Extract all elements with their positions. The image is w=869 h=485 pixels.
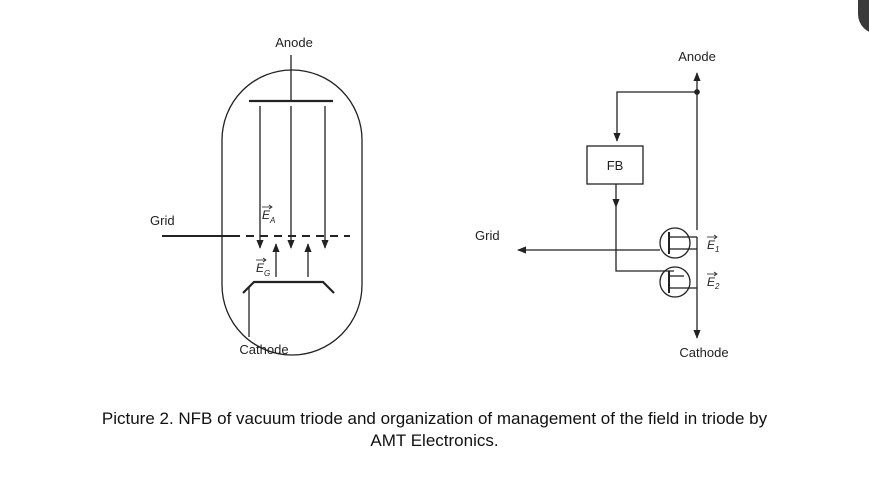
field-symbol-2: E 2: [707, 271, 720, 291]
field-symbol-anode: E A: [262, 204, 275, 225]
triode-grid-label: Grid: [150, 213, 175, 228]
figure-caption: Picture 2. NFB of vacuum triode and orga…: [0, 408, 869, 452]
svg-text:G: G: [264, 269, 270, 278]
field-symbol-grid: E G: [256, 257, 270, 278]
svg-text:E: E: [707, 238, 716, 252]
field-device-1: [659, 227, 691, 259]
triode-diagram: [162, 55, 363, 356]
field-symbol-1: E 1: [707, 234, 719, 254]
nfb-anode-label: Anode: [678, 49, 716, 64]
corner-control-edge: [858, 0, 869, 34]
diagram-canvas: E A E G Anode Grid Cathode: [150, 35, 729, 360]
tube-envelope: [221, 69, 363, 356]
caption-line-2: AMT Electronics.: [370, 431, 499, 450]
triode-cathode-label: Cathode: [239, 342, 288, 357]
cathode-plate: [242, 280, 335, 294]
nfb-grid-label: Grid: [475, 228, 500, 243]
field-device-2: [659, 266, 691, 298]
svg-text:1: 1: [715, 245, 719, 254]
svg-text:E: E: [256, 261, 265, 275]
fb-block-label: FB: [607, 158, 624, 173]
fb-output-wire: [615, 207, 674, 272]
svg-text:2: 2: [714, 282, 720, 291]
triode-anode-label: Anode: [275, 35, 313, 50]
svg-text:A: A: [269, 216, 275, 225]
svg-text:E: E: [707, 275, 716, 289]
caption-line-1: Picture 2. NFB of vacuum triode and orga…: [101, 409, 768, 428]
svg-text:E: E: [262, 208, 271, 222]
feedback-wire: [613, 91, 697, 142]
fb-block: [586, 145, 644, 185]
nfb-schematic: [517, 72, 701, 339]
nfb-cathode-label: Cathode: [679, 345, 728, 360]
